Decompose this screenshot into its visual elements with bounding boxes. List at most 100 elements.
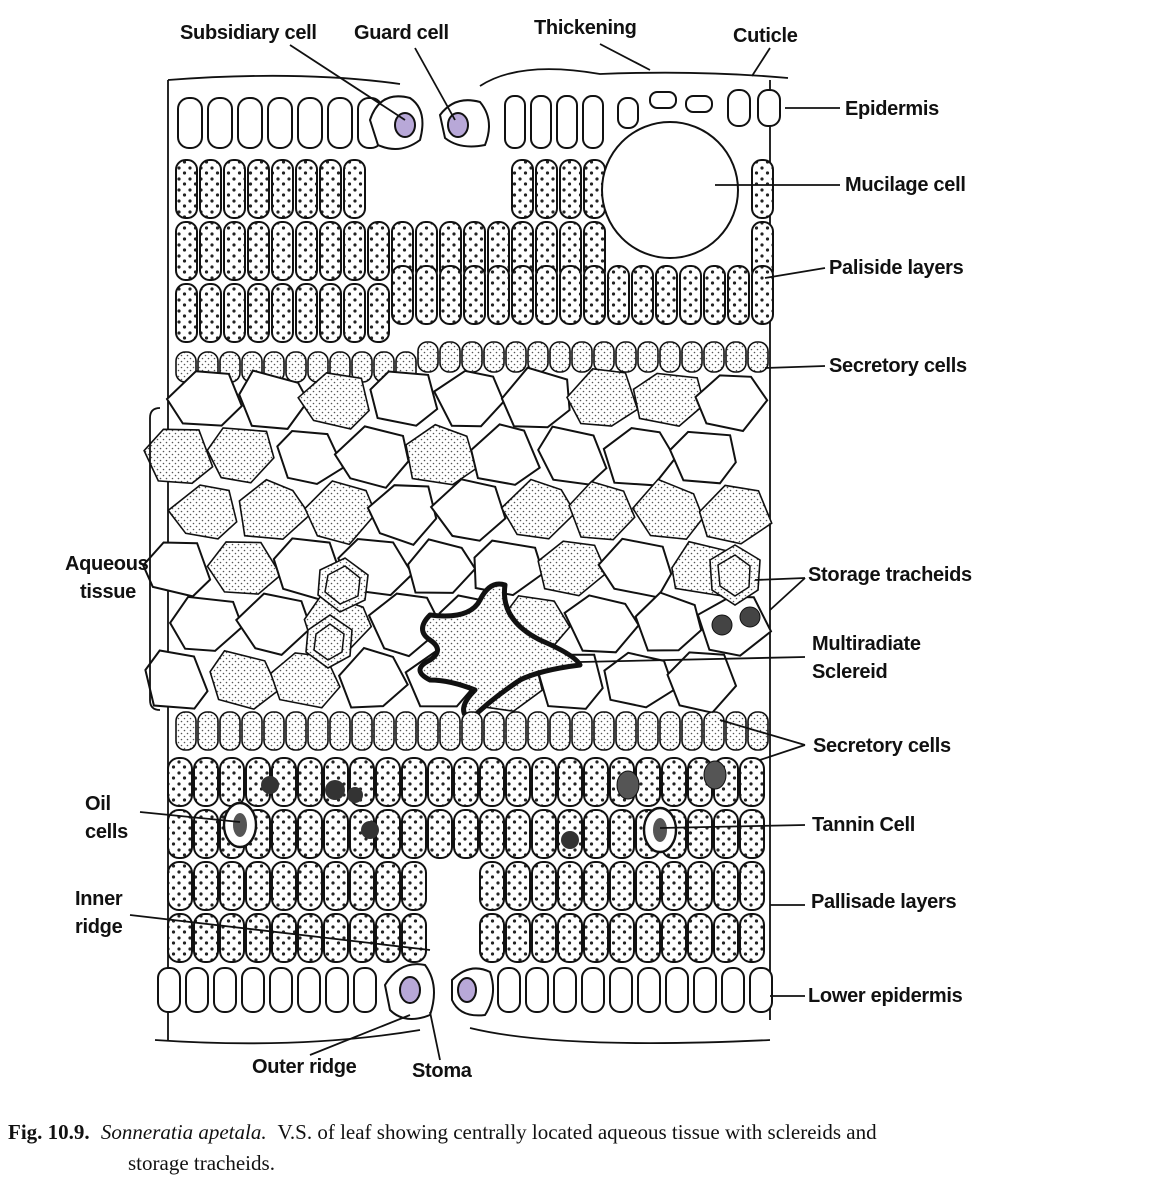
palisade-cell bbox=[319, 283, 342, 343]
epidermal-cell bbox=[637, 967, 661, 1013]
secretory-cell bbox=[197, 711, 219, 751]
secretory-cell bbox=[461, 341, 483, 373]
palisade-cell bbox=[167, 861, 193, 911]
palisade-cell bbox=[583, 913, 609, 963]
aqueous-cell bbox=[406, 538, 477, 594]
secretory-cell bbox=[395, 711, 417, 751]
palisade-cell bbox=[531, 757, 557, 807]
secretory-cell bbox=[549, 341, 571, 373]
epidermal-cell bbox=[556, 95, 578, 149]
palisade-cell bbox=[343, 159, 366, 219]
palisade-cell bbox=[583, 861, 609, 911]
aqueous-cell bbox=[696, 595, 773, 657]
palisade-cell bbox=[401, 809, 427, 859]
aqueous-cell bbox=[304, 480, 377, 546]
figure-caption: Fig. 10.9. Sonneratia apetala. V.S. of l… bbox=[8, 1120, 877, 1175]
palisade-cell bbox=[219, 861, 245, 911]
palisade-cell bbox=[479, 913, 505, 963]
palisade-cell bbox=[713, 861, 739, 911]
palisade-cell bbox=[687, 809, 713, 859]
label-guard-cell: Guard cell bbox=[354, 22, 449, 44]
caption-line2: storage tracheids. bbox=[128, 1151, 275, 1175]
epidermal-cell bbox=[241, 967, 265, 1013]
epidermal-cell bbox=[497, 967, 521, 1013]
aqueous-cell bbox=[369, 370, 439, 427]
palisade-cell bbox=[635, 913, 661, 963]
lower-palisade-layers bbox=[167, 711, 769, 963]
aqueous-cell bbox=[276, 429, 345, 486]
secretory-cell bbox=[483, 711, 505, 751]
aqueous-cell bbox=[405, 423, 478, 486]
palisade-cell bbox=[739, 757, 765, 807]
secretory-cell bbox=[417, 341, 439, 373]
secretory-cell bbox=[307, 711, 329, 751]
palisade-cell bbox=[219, 913, 245, 963]
palisade-cell bbox=[655, 265, 678, 325]
palisade-cell bbox=[739, 809, 765, 859]
palisade-cell bbox=[453, 809, 479, 859]
palisade-cell bbox=[505, 861, 531, 911]
palisade-cell bbox=[583, 809, 609, 859]
label-storage-tracheids: Storage tracheids bbox=[808, 564, 972, 586]
epidermal-cell bbox=[267, 97, 293, 149]
palisade-cell bbox=[635, 861, 661, 911]
secretory-cell bbox=[175, 711, 197, 751]
secretory-cell bbox=[417, 711, 439, 751]
label-subsidiary-cell: Subsidiary cell bbox=[180, 22, 317, 44]
aqueous-cell bbox=[333, 425, 410, 489]
palisade-cell bbox=[427, 757, 453, 807]
palisade-cell bbox=[713, 809, 739, 859]
aqueous-cell bbox=[500, 478, 577, 540]
lower-epidermis bbox=[157, 967, 773, 1013]
palisade-cell bbox=[175, 283, 198, 343]
aqueous-cell bbox=[337, 646, 409, 709]
secretory-cell bbox=[659, 711, 681, 751]
label-tannin-cell: Tannin Cell bbox=[812, 814, 915, 836]
label-thickening: Thickening bbox=[534, 17, 637, 39]
palisade-cell bbox=[271, 159, 294, 219]
aqueous-cell bbox=[366, 484, 438, 546]
epidermal-cell bbox=[721, 967, 745, 1013]
epidermal-cell bbox=[649, 91, 677, 109]
epidermal-cell bbox=[177, 97, 203, 149]
palisade-cell bbox=[401, 861, 427, 911]
secretory-cell bbox=[637, 341, 659, 373]
epidermal-cell bbox=[749, 967, 773, 1013]
epidermal-cell bbox=[530, 95, 552, 149]
epidermal-cell bbox=[581, 967, 605, 1013]
palisade-cell bbox=[505, 913, 531, 963]
secretory-cell bbox=[461, 711, 483, 751]
palisade-cell bbox=[167, 913, 193, 963]
label-mucilage-cell: Mucilage cell bbox=[845, 174, 966, 196]
label-stoma: Stoma bbox=[412, 1060, 473, 1082]
oil-and-tannin-cells bbox=[222, 760, 727, 854]
aqueous-cell bbox=[168, 595, 244, 652]
aqueous-cell bbox=[143, 428, 214, 485]
palisade-cell bbox=[453, 757, 479, 807]
palisade-cell bbox=[479, 809, 505, 859]
palisade-cell bbox=[193, 861, 219, 911]
palisade-cell bbox=[511, 159, 534, 219]
epidermal-cell bbox=[504, 95, 526, 149]
palisade-cell bbox=[223, 221, 246, 281]
secretory-cell bbox=[351, 711, 373, 751]
epidermal-cell bbox=[185, 967, 209, 1013]
secretory-cell bbox=[703, 341, 725, 373]
secretory-cell bbox=[549, 711, 571, 751]
aqueous-cell bbox=[568, 480, 636, 541]
palisade-cell bbox=[739, 913, 765, 963]
secretory-cell bbox=[439, 711, 461, 751]
palisade-cell bbox=[751, 159, 774, 219]
upper-stoma bbox=[368, 95, 490, 150]
palisade-cell bbox=[323, 861, 349, 911]
aqueous-cell bbox=[238, 369, 310, 430]
palisade-cell bbox=[635, 757, 661, 807]
secretory-cell bbox=[681, 711, 703, 751]
palisade-cell bbox=[271, 861, 297, 911]
label-lower-epidermis: Lower epidermis bbox=[808, 985, 963, 1007]
secretory-cell bbox=[439, 341, 461, 373]
aqueous-cell bbox=[165, 370, 243, 427]
aqueous-cell bbox=[631, 478, 704, 541]
palisade-cell bbox=[323, 809, 349, 859]
secretory-cell bbox=[747, 341, 769, 373]
